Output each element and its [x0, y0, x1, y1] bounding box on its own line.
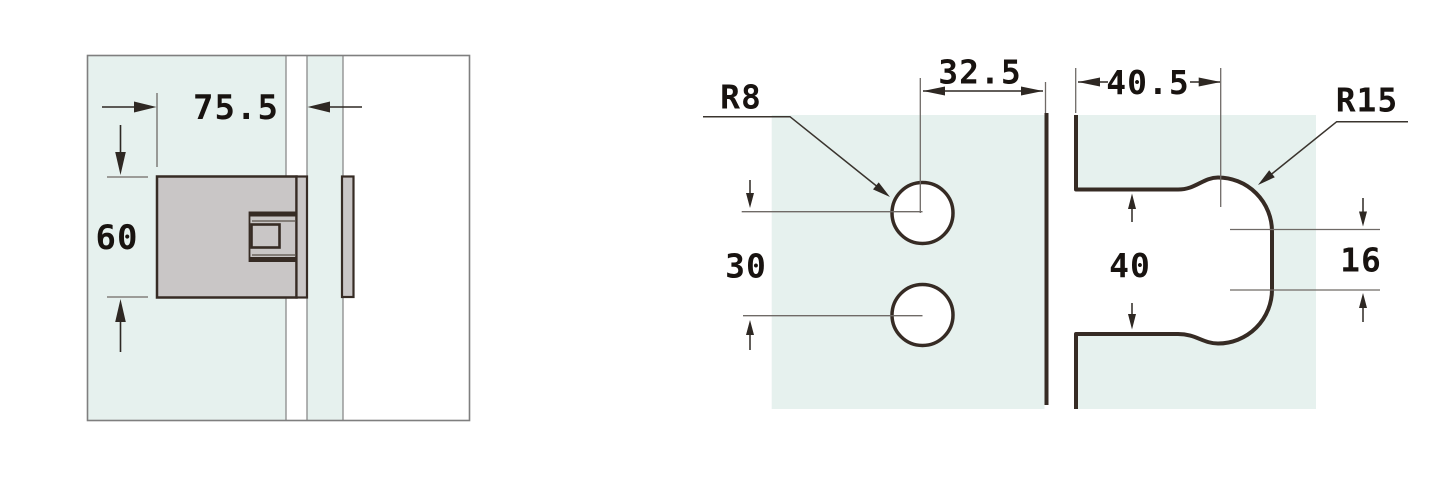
left-view: 75.5 60 — [86, 54, 471, 422]
extension-lines — [741, 68, 1380, 317]
hole-radius-label: R8 — [720, 78, 762, 117]
glass-side-panel — [307, 56, 343, 420]
lock-faceplate — [295, 175, 309, 299]
strike-plate — [340, 175, 355, 299]
spacing-dimension: 30 — [725, 180, 767, 350]
flat-dimension: 16 — [1340, 198, 1382, 322]
height-dimension: 60 — [96, 125, 148, 352]
view-frame — [86, 54, 471, 422]
offset-dimension: 32.5 — [923, 53, 1043, 96]
spacing-dimension-label: 30 — [725, 247, 767, 286]
hole-radius-callout: R8 — [703, 78, 890, 197]
latch-inner — [250, 223, 281, 249]
offset-dimension-label: 32.5 — [938, 53, 1021, 92]
latch-bracket — [248, 211, 297, 262]
cutout-height-dimension-label: 40 — [1109, 246, 1151, 285]
depth-dimension-label: 40.5 — [1106, 63, 1189, 102]
width-dimension-label: 75.5 — [193, 88, 279, 128]
width-dimension: 75.5 — [102, 88, 362, 167]
right-view: 32.5 40.5 30 40 — [703, 53, 1408, 409]
flat-dimension-label: 16 — [1340, 241, 1382, 280]
drill-hole-top — [890, 180, 955, 246]
cutout-radius-callout: R15 — [1258, 81, 1408, 185]
cutout-radius-label: R15 — [1336, 81, 1399, 120]
drill-panel — [771, 115, 1045, 409]
drill-hole-bottom — [890, 282, 955, 348]
cutout-height-dimension: 40 — [1109, 193, 1151, 330]
cutout-outline — [1074, 115, 1274, 409]
height-dimension-label: 60 — [96, 218, 139, 258]
depth-dimension: 40.5 — [1078, 63, 1221, 102]
